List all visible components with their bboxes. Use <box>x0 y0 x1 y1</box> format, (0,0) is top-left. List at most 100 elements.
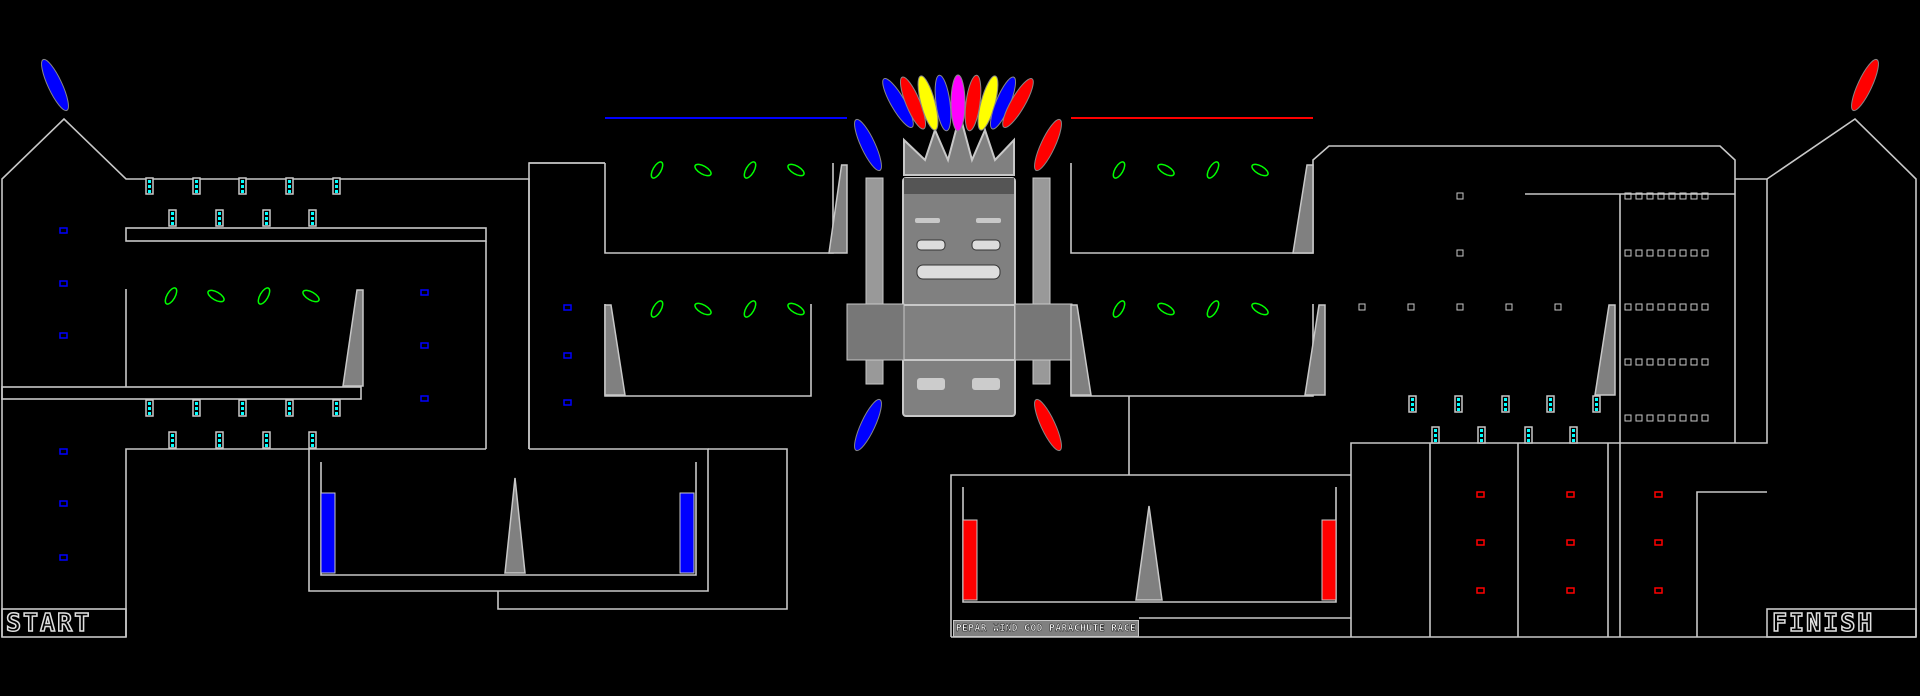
gem-dot <box>1572 439 1575 442</box>
leaf-icon <box>650 300 664 318</box>
block-icon <box>1668 192 1676 200</box>
ramp-icon <box>342 289 364 387</box>
block-icon <box>1701 303 1709 311</box>
block-icon <box>1679 192 1687 200</box>
gem-dot <box>1480 439 1483 442</box>
level-title: PEPAR WIND GOD PARACHUTE RACE <box>953 620 1139 637</box>
wall <box>1350 179 1768 637</box>
gem-dot <box>265 212 268 215</box>
gem-dot <box>241 402 244 405</box>
block-icon <box>1635 249 1643 257</box>
block-icon <box>1690 303 1698 311</box>
gem-dot <box>311 212 314 215</box>
marker-icon <box>59 280 68 287</box>
leaf-icon <box>1206 161 1220 179</box>
marker-icon <box>1654 491 1663 498</box>
gem-dot <box>1411 408 1414 411</box>
gem-dot <box>1549 398 1552 401</box>
gem-dot <box>311 439 314 442</box>
gem-dot <box>335 190 338 193</box>
left-mid-frame <box>528 162 605 449</box>
wall <box>125 448 309 637</box>
gem-dot <box>1527 434 1530 437</box>
feather-icon <box>899 76 927 130</box>
marker-icon <box>1566 539 1575 546</box>
block-icon <box>1657 249 1665 257</box>
marker-icon <box>59 500 68 507</box>
block-icon <box>1624 358 1632 366</box>
ramp-icon <box>1292 164 1314 254</box>
feather-icon <box>917 75 939 131</box>
marker-icon <box>1654 587 1663 594</box>
gem-dot <box>1595 408 1598 411</box>
gem-dot <box>1434 434 1437 437</box>
gem-dot <box>265 222 268 225</box>
gem-dot <box>148 412 151 415</box>
feather-icon <box>1034 398 1062 452</box>
feather-icon <box>1002 78 1034 128</box>
start-box <box>1 608 127 638</box>
marker-icon <box>420 342 429 349</box>
gem-dot <box>265 217 268 220</box>
gem-dot <box>311 434 314 437</box>
gem-dot <box>195 190 198 193</box>
gem-dot <box>1504 398 1507 401</box>
totem-icon <box>846 111 1073 417</box>
pillar-icon <box>679 492 695 574</box>
gem-dot <box>171 444 174 447</box>
marker-icon <box>1566 491 1575 498</box>
wall <box>497 448 788 610</box>
block-icon <box>1679 249 1687 257</box>
block-icon <box>1679 414 1687 422</box>
gem-dot <box>218 217 221 220</box>
feather-icon <box>950 74 966 132</box>
gem-dot <box>1595 403 1598 406</box>
block-icon <box>1690 249 1698 257</box>
finish-box <box>1766 608 1917 638</box>
gem-dot <box>218 439 221 442</box>
block-icon <box>1646 303 1654 311</box>
block-icon <box>1358 303 1366 311</box>
block-icon <box>1646 358 1654 366</box>
gem-dot <box>218 222 221 225</box>
marker-icon <box>420 395 429 402</box>
gem-dot <box>171 439 174 442</box>
gem-dot <box>171 222 174 225</box>
gem-dot <box>1480 434 1483 437</box>
leaf-icon <box>694 302 712 316</box>
gem-dot <box>148 407 151 410</box>
totem-brow-right <box>976 218 1001 223</box>
start-label: START <box>5 607 92 638</box>
block-icon <box>1701 192 1709 200</box>
leaf-icon <box>164 287 178 305</box>
gem-dot <box>241 180 244 183</box>
gem-dot <box>218 434 221 437</box>
marker-icon <box>1476 491 1485 498</box>
gem-dot <box>241 412 244 415</box>
totem-eye-left <box>916 239 946 251</box>
cone-icon <box>504 477 526 574</box>
gem-dot <box>335 180 338 183</box>
block-icon <box>1657 303 1665 311</box>
gem-dot <box>148 185 151 188</box>
block-icon <box>1456 303 1464 311</box>
marker-icon <box>1566 587 1575 594</box>
block-icon <box>1646 414 1654 422</box>
block-icon <box>1646 192 1654 200</box>
block-icon <box>1690 358 1698 366</box>
gem-dot <box>288 190 291 193</box>
leaf-icon <box>1112 300 1126 318</box>
right-building-roof <box>1735 117 1917 637</box>
leaf-icon <box>743 161 757 179</box>
gem-dot <box>1457 403 1460 406</box>
finish-label: FINISH <box>1771 607 1875 638</box>
leaf-icon <box>694 163 712 177</box>
block-icon <box>1701 414 1709 422</box>
leaf-icon <box>1112 161 1126 179</box>
gem-dot <box>241 190 244 193</box>
block-icon <box>1505 303 1513 311</box>
gem-dot <box>241 185 244 188</box>
block-icon <box>1657 414 1665 422</box>
block-icon <box>1407 303 1415 311</box>
block-icon <box>1701 249 1709 257</box>
